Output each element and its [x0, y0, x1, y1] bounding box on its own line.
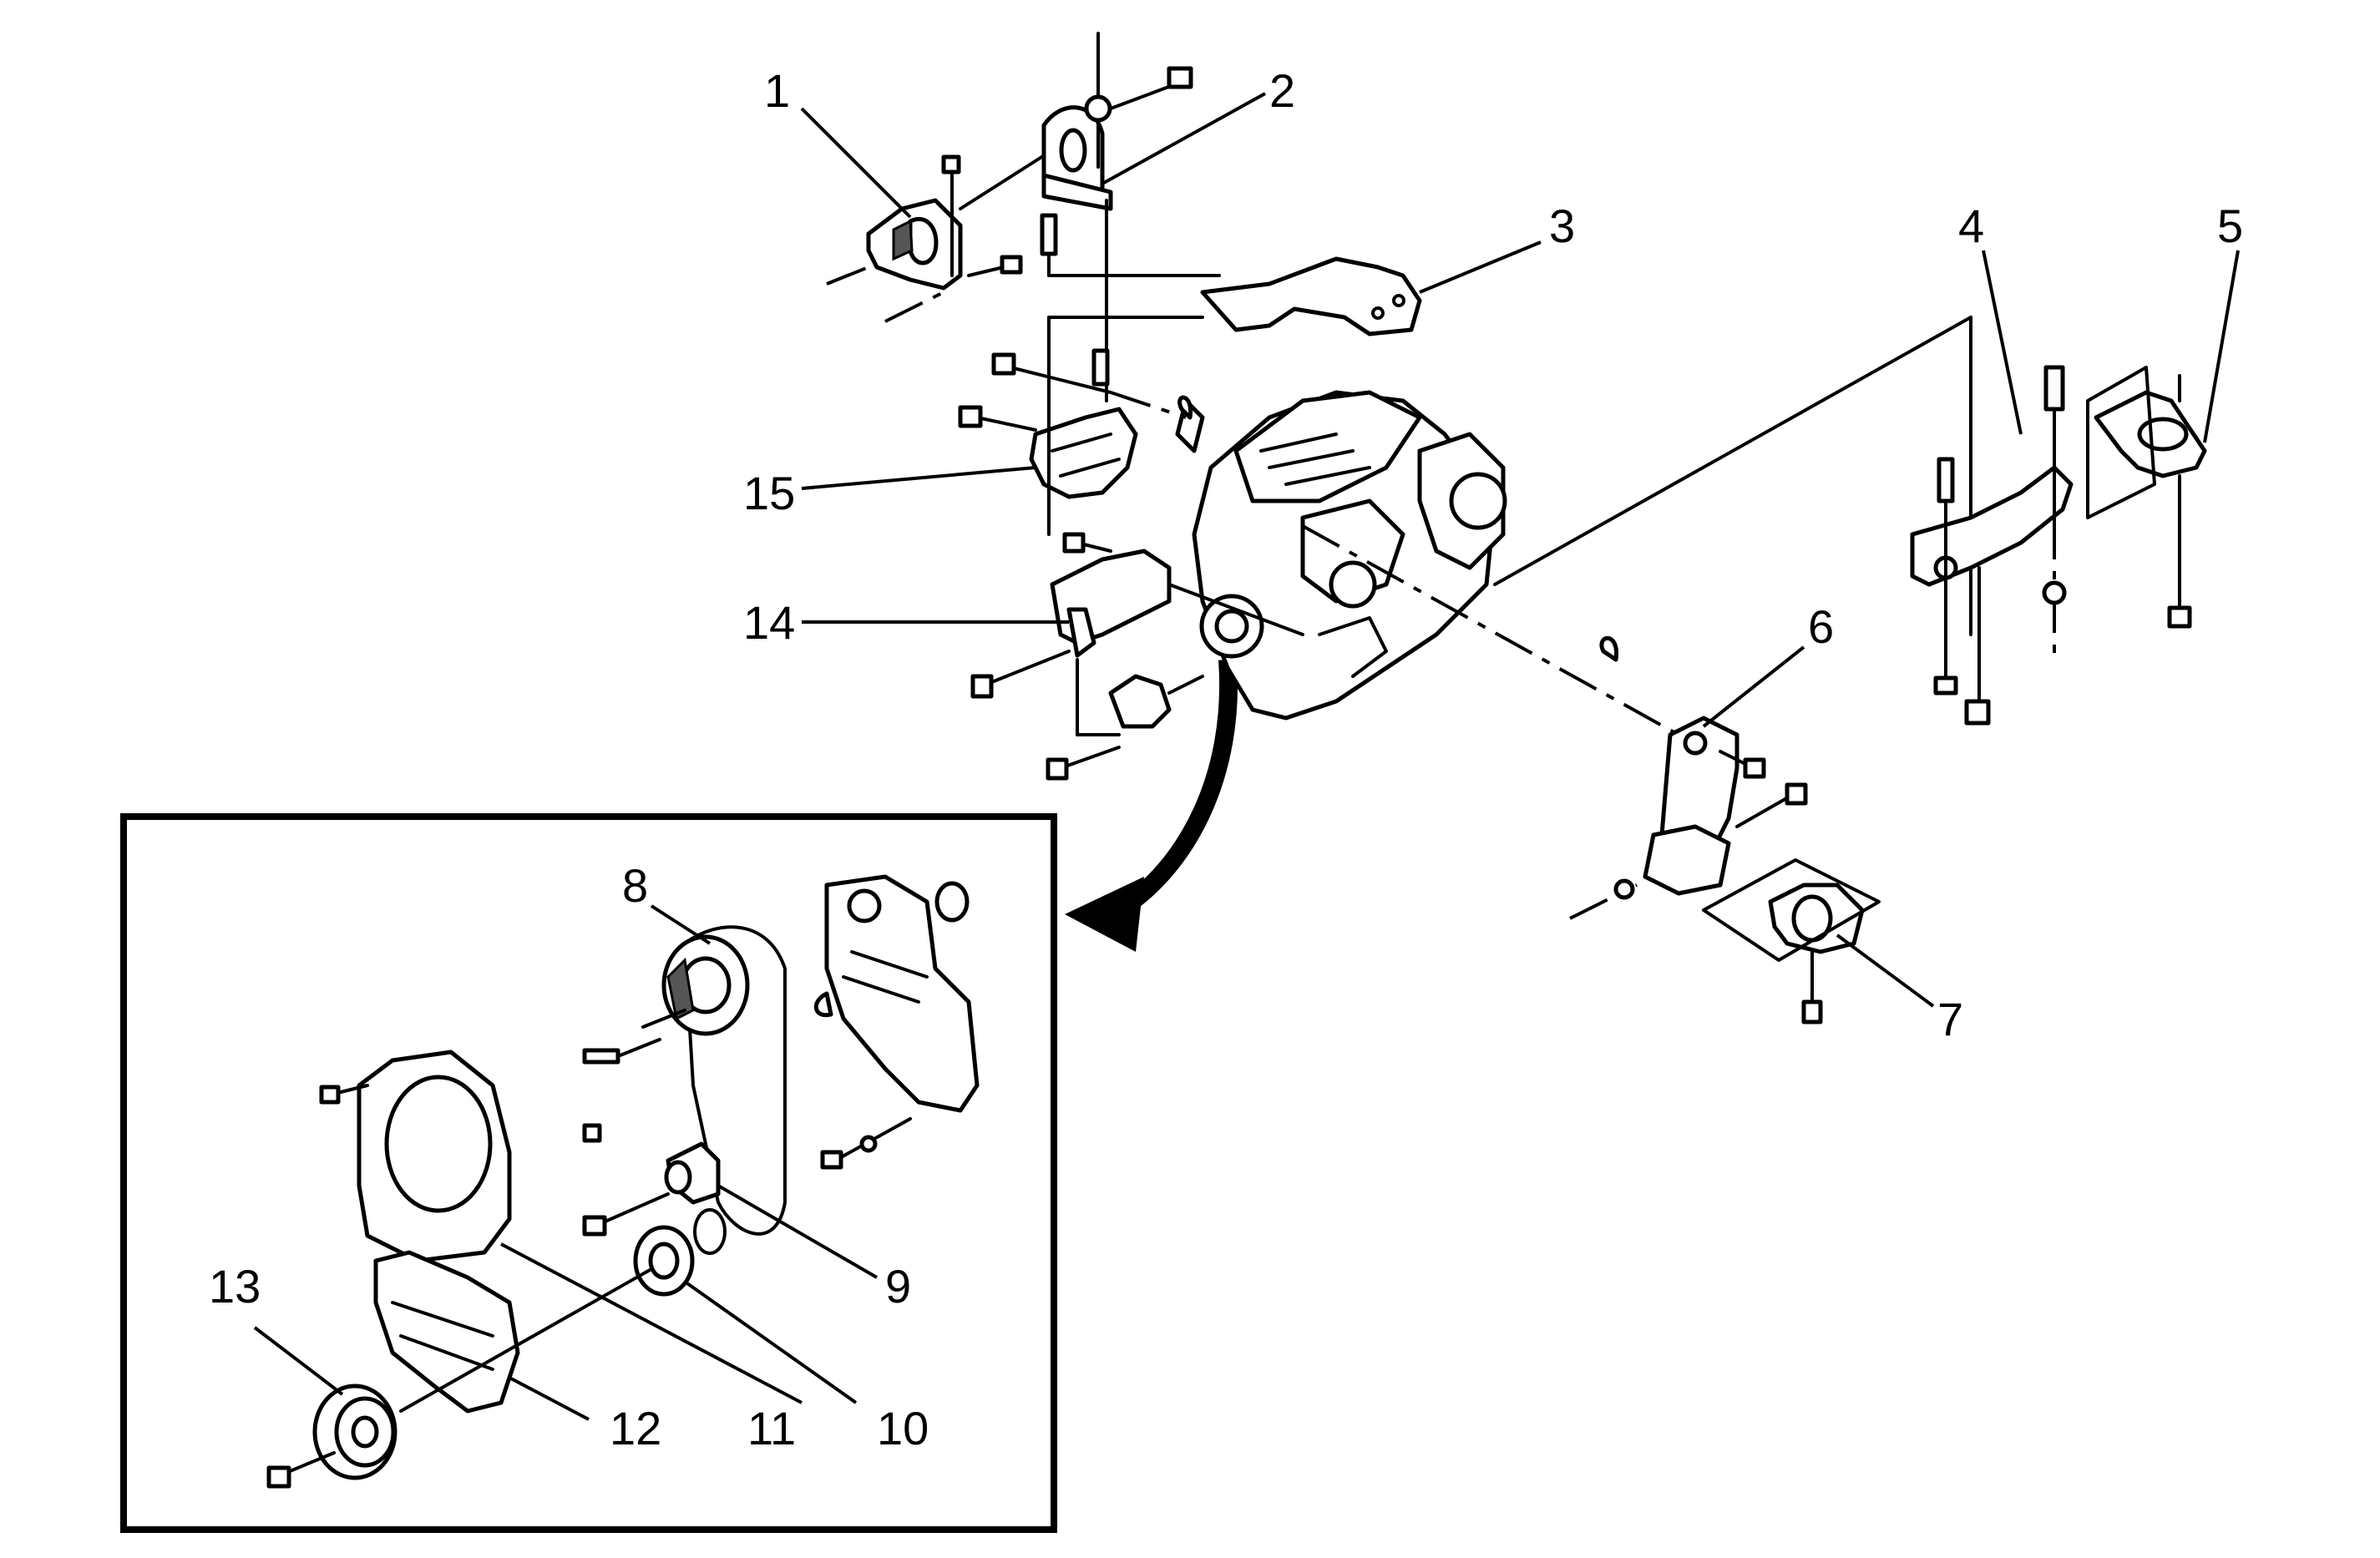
part-6-bracket	[1569, 716, 1808, 920]
callout-12: 12	[610, 1402, 661, 1454]
lifting-eye	[1599, 635, 1619, 662]
engine-assembly	[1175, 390, 1507, 721]
part-4-bracket	[1910, 365, 2074, 726]
part-1-mount	[826, 149, 1054, 323]
part-8-camshaft-sprocket	[582, 925, 787, 1236]
part-10-crankshaft-sprocket	[633, 1208, 727, 1297]
part-15-bracket	[958, 316, 1187, 536]
part-3-bracket	[1047, 256, 1422, 336]
lifting-eye	[1177, 395, 1193, 420]
callout-11: 11	[747, 1402, 796, 1454]
part-11-upper-front-cover	[319, 1050, 512, 1263]
part-9-tensioner	[582, 1123, 721, 1237]
callout-14: 14	[743, 596, 795, 649]
rear-timing-cover	[814, 874, 980, 1170]
callout-6: 6	[1808, 600, 1834, 653]
callout-7: 7	[1937, 993, 1963, 1045]
callout-9: 9	[885, 1260, 911, 1313]
part-14-bracket	[970, 532, 1304, 781]
callout-15: 15	[743, 467, 795, 519]
callout-1: 1	[764, 64, 790, 117]
timing-belt-detail-frame	[120, 813, 1057, 1533]
callout-3: 3	[1549, 200, 1575, 252]
callout-2: 2	[1269, 64, 1295, 117]
callout-13: 13	[209, 1260, 261, 1313]
callout-4: 4	[1958, 200, 1984, 252]
part-2-bracket	[1040, 32, 1221, 402]
callout-8: 8	[622, 859, 648, 912]
leader-lines	[253, 92, 2240, 1421]
part-12-lower-front-cover	[373, 1250, 520, 1414]
callout-5: 5	[2217, 200, 2243, 252]
part-7-mount	[1702, 858, 1881, 1024]
part-13-crankshaft-pulley	[266, 1267, 653, 1489]
callout-10: 10	[877, 1402, 929, 1454]
detail-arrow	[1065, 659, 1238, 952]
axis-line	[1493, 316, 1972, 586]
part-5-mount	[2086, 366, 2207, 629]
